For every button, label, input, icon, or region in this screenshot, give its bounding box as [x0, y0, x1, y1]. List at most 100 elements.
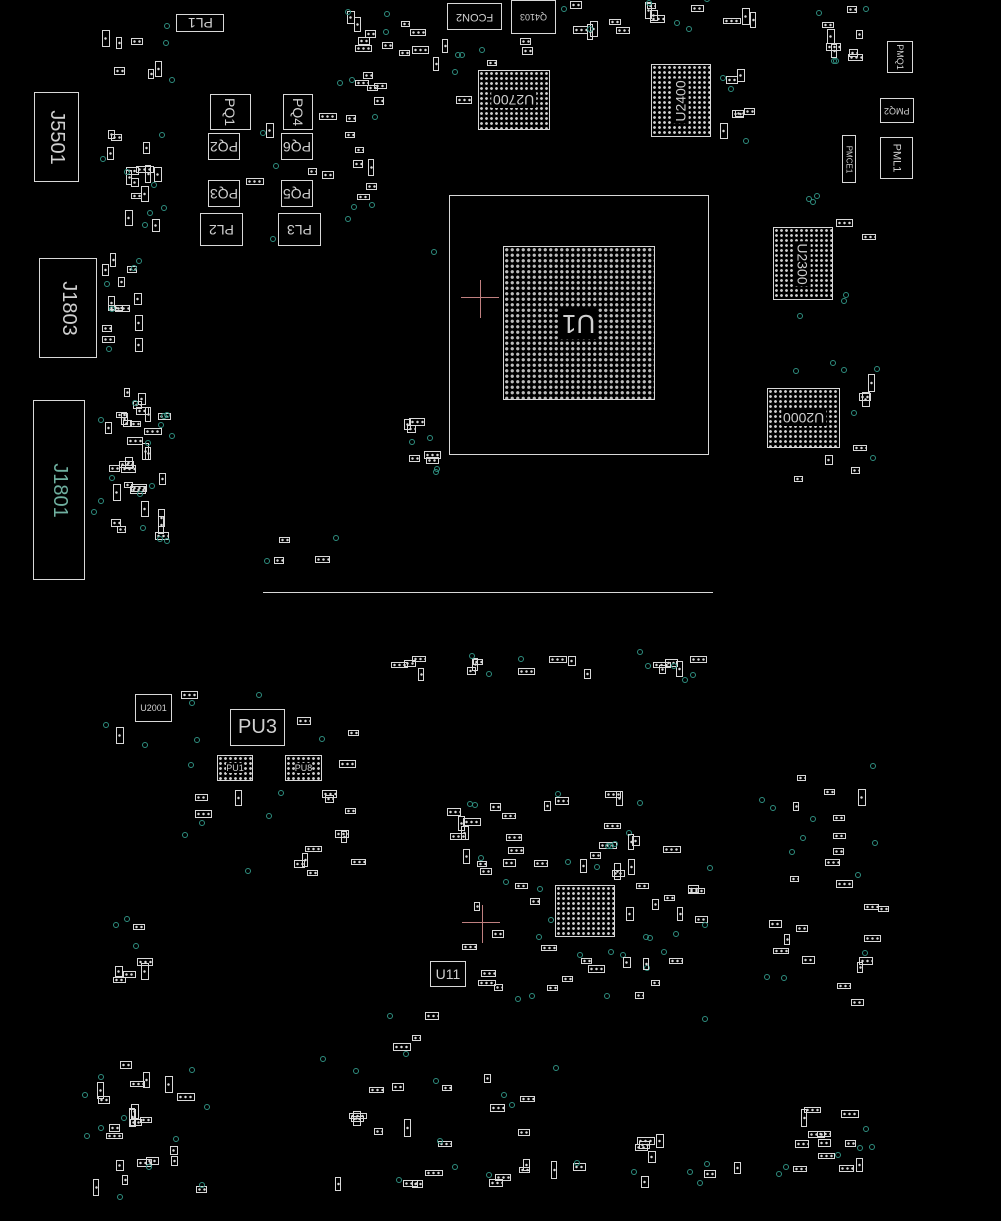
smd-pad	[140, 501, 149, 518]
via	[555, 791, 562, 798]
smd-pad	[417, 667, 424, 681]
via	[855, 872, 862, 879]
smd-pad	[97, 1095, 110, 1104]
via	[696, 1179, 703, 1186]
component-fcon2[interactable]: FCON2	[447, 3, 502, 30]
smd-pad	[409, 28, 426, 36]
smd-pad	[115, 36, 122, 49]
smd-pad	[502, 812, 517, 819]
via	[862, 1125, 869, 1132]
via	[386, 1013, 393, 1020]
via	[182, 831, 189, 838]
via	[775, 1171, 782, 1178]
smd-pad	[357, 36, 370, 45]
via	[813, 193, 820, 200]
via	[674, 19, 681, 26]
via	[862, 949, 869, 956]
inductor-pml1[interactable]: PML1	[880, 137, 913, 179]
chip-pch-pad-array[interactable]	[555, 885, 615, 937]
smd-pad	[517, 667, 535, 675]
component-pq1[interactable]: PQ1	[210, 94, 251, 130]
smd-pad	[346, 114, 356, 122]
smd-pad	[734, 1161, 742, 1174]
smd-pad	[351, 859, 367, 866]
via	[840, 297, 847, 304]
connector-j5501[interactable]: J5501	[34, 92, 79, 182]
chip-u2400[interactable]: U2400	[651, 64, 711, 137]
smd-pad	[825, 454, 834, 465]
smd-pad	[399, 49, 411, 56]
connector-j1801[interactable]: J1801	[33, 400, 85, 580]
via	[815, 9, 822, 16]
smd-pad	[628, 834, 635, 850]
chip-u2700[interactable]: U2700	[478, 70, 550, 130]
gpu-u1-outline[interactable]: U1	[449, 195, 709, 455]
smd-pad	[793, 801, 800, 811]
via	[113, 922, 119, 929]
smd-pad	[116, 411, 128, 418]
smd-pad	[115, 1160, 124, 1172]
chip-u2001[interactable]: U2001	[135, 694, 172, 722]
via	[478, 855, 485, 862]
chip-u11[interactable]: U11	[430, 961, 466, 987]
smd-pad	[117, 276, 125, 287]
smd-pad	[796, 774, 806, 781]
component-pq4[interactable]: PQ4	[283, 94, 313, 130]
smd-pad	[640, 1175, 649, 1188]
via	[704, 1161, 711, 1168]
smd-pad	[102, 324, 113, 332]
smd-pad	[404, 660, 417, 668]
component-pq3[interactable]: PQ3	[208, 180, 240, 207]
board-divider	[263, 592, 713, 593]
smd-pad	[520, 37, 532, 45]
via	[151, 181, 158, 188]
smd-pad	[515, 883, 529, 890]
component-q4103[interactable]: Q4103	[511, 0, 556, 34]
chip-u2000[interactable]: U2000	[767, 388, 840, 448]
component-pq2[interactable]: PQ2	[208, 133, 240, 160]
via	[573, 1160, 580, 1167]
smd-pad	[138, 393, 147, 406]
via	[259, 130, 266, 137]
component-pmq2[interactable]: PMQ2	[880, 98, 914, 123]
component-pq6[interactable]: PQ6	[281, 133, 313, 160]
smd-pad	[315, 555, 331, 563]
smd-pad	[541, 944, 558, 951]
smd-pad	[554, 796, 569, 805]
component-pu1[interactable]: PU1	[217, 755, 253, 781]
via	[660, 948, 667, 955]
smd-pad	[102, 30, 111, 48]
via	[829, 360, 836, 366]
smd-pad	[850, 466, 860, 474]
smd-pad	[409, 454, 421, 462]
smd-pad	[480, 868, 493, 876]
via	[82, 1092, 89, 1099]
via	[685, 25, 692, 32]
component-pu3[interactable]: PU3	[230, 709, 285, 746]
via	[157, 535, 164, 542]
smd-pad	[859, 393, 872, 402]
via	[146, 1164, 153, 1171]
via	[105, 345, 112, 352]
smd-pad	[858, 789, 867, 807]
component-pmq1[interactable]: PMQ1	[887, 41, 913, 73]
via	[349, 77, 356, 84]
smd-pad	[106, 1132, 124, 1139]
via	[157, 421, 164, 428]
chip-u2300[interactable]: U2300	[773, 227, 833, 300]
capacitor-pmce1[interactable]: PMCE1	[842, 135, 856, 183]
connector-j1803[interactable]: J1803	[39, 258, 97, 358]
via	[168, 76, 175, 83]
component-pu8[interactable]: PU8	[285, 755, 322, 781]
inductor-pl2[interactable]: PL2	[200, 213, 243, 246]
via	[514, 995, 521, 1002]
smd-pad	[462, 848, 470, 864]
smd-pad	[446, 807, 461, 816]
component-pl1[interactable]: PL1	[176, 14, 224, 32]
smd-pad	[863, 934, 881, 942]
inductor-pl3[interactable]: PL3	[278, 213, 321, 246]
smd-pad	[795, 925, 808, 933]
smd-pad	[119, 1061, 132, 1070]
component-pq5[interactable]: PQ5	[281, 180, 313, 207]
